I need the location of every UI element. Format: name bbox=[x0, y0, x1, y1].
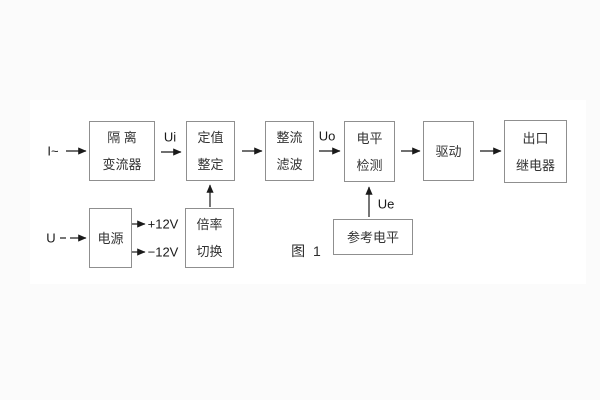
block-level-detection: 电平 检测 bbox=[344, 121, 395, 182]
block-setting-line2: 整定 bbox=[197, 157, 224, 172]
label-uo: Uo bbox=[318, 128, 336, 144]
label-ue: Ue bbox=[377, 196, 395, 212]
label-plus12v: +12V bbox=[147, 216, 179, 232]
label-input-current: I~ bbox=[47, 143, 59, 159]
block-isolation-transformer: 隔 离 变流器 bbox=[89, 121, 155, 181]
block-setpoint-setting: 定值 整定 bbox=[186, 121, 235, 181]
block-output-relay: 出口 继电器 bbox=[504, 120, 567, 183]
block-isolation-line1: 隔 离 bbox=[107, 130, 137, 145]
block-rectifier-line2: 滤波 bbox=[276, 157, 303, 172]
block-relay-line2: 继电器 bbox=[515, 157, 555, 173]
label-minus12v: −12V bbox=[147, 244, 179, 260]
block-relay-line1: 出口 bbox=[522, 130, 549, 146]
block-ratio-line2: 切换 bbox=[196, 244, 223, 259]
block-drive: 驱动 bbox=[423, 121, 474, 181]
block-level-line1: 电平 bbox=[356, 130, 383, 146]
block-isolation-line2: 变流器 bbox=[102, 157, 142, 172]
label-ui: Ui bbox=[163, 129, 177, 145]
block-ratio-switch: 倍率 切换 bbox=[185, 208, 234, 268]
block-power-supply: 电源 bbox=[89, 208, 132, 268]
block-rectifier-line1: 整流 bbox=[276, 130, 303, 145]
figure-caption: 图 1 bbox=[291, 243, 323, 259]
block-rectifier-filter: 整流 滤波 bbox=[265, 121, 314, 181]
block-drive-label: 驱动 bbox=[435, 143, 462, 159]
block-ratio-line1: 倍率 bbox=[196, 217, 223, 232]
block-reference-label: 参考电平 bbox=[346, 229, 399, 245]
block-level-line2: 检测 bbox=[356, 157, 383, 173]
label-input-voltage: U bbox=[46, 230, 56, 246]
block-reference-level: 参考电平 bbox=[333, 219, 413, 255]
block-setting-line1: 定值 bbox=[197, 130, 224, 145]
block-power-label: 电源 bbox=[97, 230, 124, 246]
